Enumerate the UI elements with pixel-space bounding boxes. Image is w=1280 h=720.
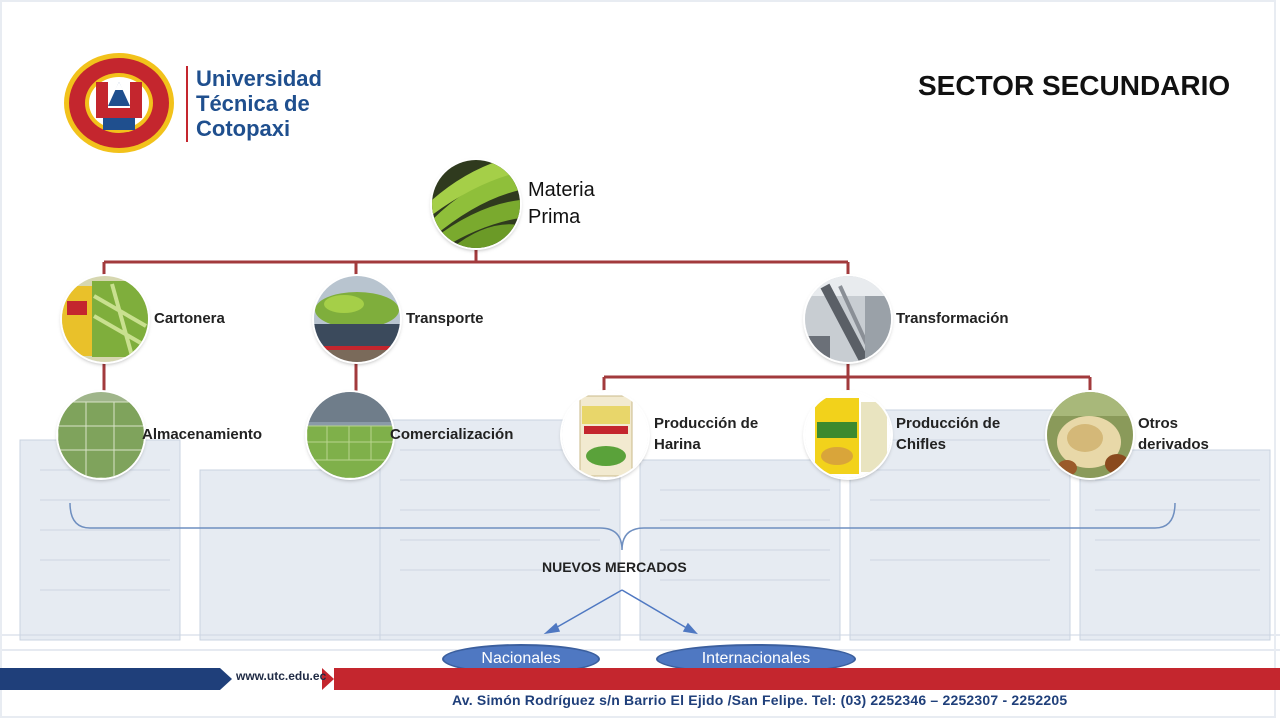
website-url: www.utc.edu.ec bbox=[236, 669, 327, 683]
transporte-label: Transporte bbox=[406, 310, 484, 327]
comercializacion-node bbox=[307, 392, 393, 478]
chifles-text: Producción de Chifles bbox=[896, 415, 1001, 453]
university-name-line-2: Técnica de bbox=[196, 91, 310, 116]
university-name-line-3: Cotopaxi bbox=[196, 116, 291, 141]
materia-prima-node bbox=[432, 160, 520, 248]
banana-boxes-icon bbox=[62, 276, 148, 362]
derivados-text: Otros derivados bbox=[1138, 415, 1209, 453]
cartonera-node bbox=[62, 276, 148, 362]
almacenamiento-node bbox=[58, 392, 144, 478]
transformacion-node bbox=[805, 276, 891, 362]
warehouse-boxes-icon bbox=[58, 392, 144, 478]
harina-label: Producción de Harina bbox=[654, 413, 784, 455]
materia-prima-label: Materia Prima bbox=[528, 177, 628, 231]
chifles-label: Producción de Chifles bbox=[896, 413, 1026, 455]
chifles-bag-icon bbox=[805, 392, 891, 478]
utc-seal-logo bbox=[64, 53, 174, 153]
harina-text: Producción de Harina bbox=[654, 415, 759, 453]
logo-divider bbox=[186, 66, 188, 142]
slide-title: SECTOR SECUNDARIO bbox=[918, 70, 1231, 101]
almacenamiento-label: Almacenamiento bbox=[142, 426, 263, 443]
banana-bunch-icon bbox=[432, 160, 520, 248]
cartonera-label: Cartonera bbox=[154, 310, 225, 327]
derivados-label: Otros derivados bbox=[1138, 413, 1248, 455]
chifles-node bbox=[805, 392, 891, 478]
flour-package-icon bbox=[562, 392, 648, 478]
factory-line-icon bbox=[805, 276, 891, 362]
university-name: Universidad Técnica de Cotopaxi bbox=[196, 66, 336, 141]
footer-stripe bbox=[0, 668, 1280, 690]
derivados-node bbox=[1047, 392, 1133, 478]
comercializacion-label: Comercialización bbox=[390, 426, 514, 443]
harina-node bbox=[562, 392, 648, 478]
market-boxes-icon bbox=[307, 392, 393, 478]
nuevos-mercados-label: NUEVOS MERCADOS bbox=[542, 559, 687, 575]
footer-address: Av. Simón Rodríguez s/n Barrio El Ejido … bbox=[452, 692, 1068, 708]
materia-prima-text: Materia Prima bbox=[528, 179, 595, 228]
transformacion-label: Transformación bbox=[896, 310, 1009, 327]
transporte-node bbox=[314, 276, 400, 362]
university-name-line-1: Universidad bbox=[196, 66, 322, 91]
banana-truck-icon bbox=[314, 276, 400, 362]
fried-snack-icon bbox=[1047, 392, 1133, 478]
